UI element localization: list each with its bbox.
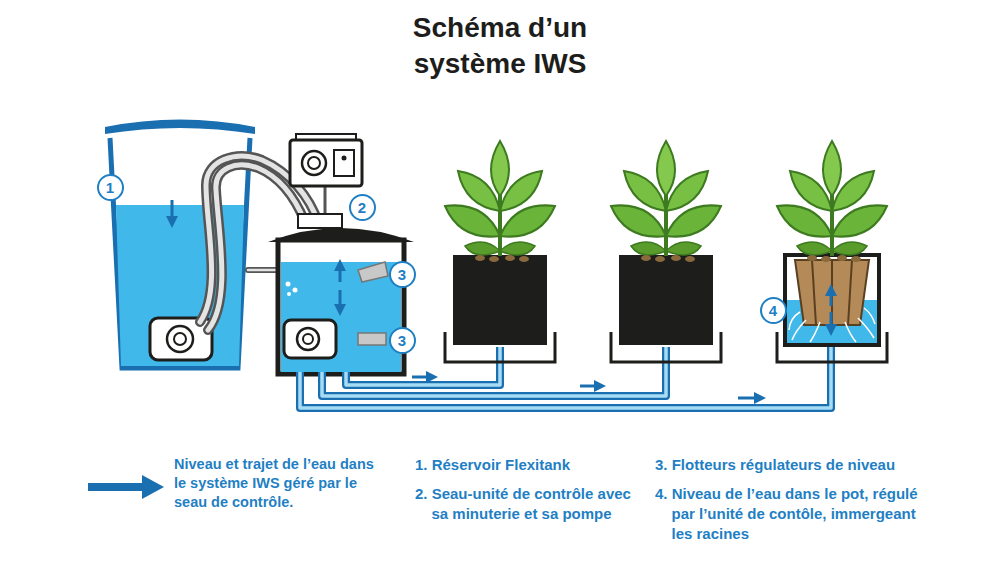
legend-arrow	[86, 474, 166, 500]
callout-number: 3	[398, 266, 406, 283]
legend-item: 4. Niveau de l’eau dans le pot, régulé p…	[655, 484, 927, 544]
callout-circle: 3	[389, 261, 416, 288]
legend-item: 1. Réservoir Flexitank	[415, 455, 647, 475]
callout-number: 1	[106, 179, 114, 196]
callout-circle: 3	[389, 327, 416, 354]
callout-circle: 1	[97, 174, 124, 201]
callout-circle: 2	[349, 194, 376, 221]
legend-text: Niveau et trajet de l’eau dans le systèm…	[174, 455, 384, 512]
diagram-title: Schéma d’un système IWS	[385, 10, 615, 82]
callout-number: 3	[398, 332, 406, 349]
callout-circle: 4	[760, 297, 787, 324]
callout-number: 4	[769, 302, 777, 319]
callout-number: 2	[358, 199, 366, 216]
legend-item: 3. Flotteurs régulateurs de niveau	[655, 455, 972, 475]
legend-item: 2. Seau-unité de contrôle avec sa minute…	[415, 484, 647, 524]
